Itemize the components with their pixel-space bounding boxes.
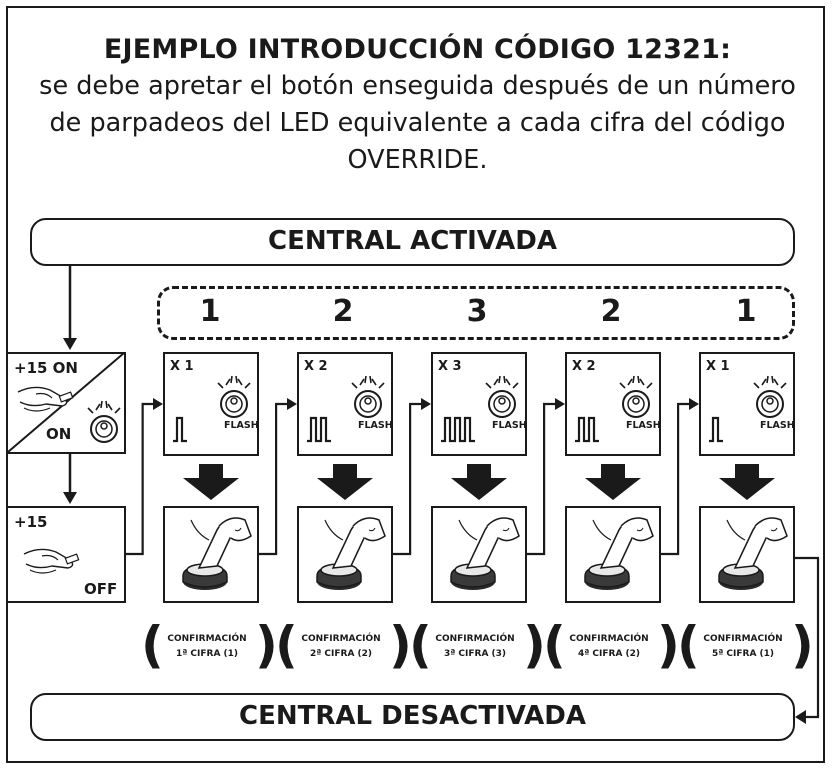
paren-left-3: ( [409, 616, 432, 674]
down-arrow-4 [585, 464, 641, 500]
connector-arrowhead-3 [421, 398, 431, 410]
down-arrow-1 [183, 464, 239, 500]
connector-arrowhead-5 [689, 398, 699, 410]
page-title: EJEMPLO INTRODUCCIÓN CÓDIGO 12321: [103, 34, 732, 65]
conf-line-2: 1ª CIFRA (1) [175, 649, 239, 659]
led-step-panel-2 [297, 352, 393, 456]
confirmation-3: () CONFIRMACIÓN 3ª CIFRA (3) [405, 616, 546, 678]
key-off-top-label: +15 [14, 513, 48, 531]
code-digit-4: 2 [600, 294, 622, 329]
confirmation-text-5: CONFIRMACIÓN 5ª CIFRA (1) [695, 632, 791, 662]
code-digits-group [157, 286, 795, 340]
finger-press-icon-2 [316, 517, 386, 590]
pulse-train-4 [575, 416, 599, 443]
conf-line-2: 4ª CIFRA (2) [577, 649, 641, 659]
conf-line-2: 5ª CIFRA (1) [711, 649, 775, 659]
final-arrowhead [795, 710, 806, 724]
finger-press-icon-5 [718, 517, 788, 590]
confirmation-2: () CONFIRMACIÓN 2ª CIFRA (2) [271, 616, 412, 678]
conf-line-1: CONFIRMACIÓN [301, 634, 381, 644]
central-activada-banner: CENTRAL ACTIVADA [30, 218, 795, 266]
paren-right-3: ) [523, 616, 546, 674]
finger-press-icon-3 [450, 517, 520, 590]
key-off-label: OFF [84, 580, 118, 598]
paren-right-1: ) [255, 616, 278, 674]
led-step-panel-4 [565, 352, 661, 456]
finger-press-icon-1 [182, 517, 252, 590]
key-off-hand-icon [23, 548, 80, 574]
led-icon-1 [217, 375, 251, 418]
flash-label-3: FLASH [492, 420, 527, 431]
flow-arrowhead-off [63, 492, 77, 504]
confirmation-text-1: CONFIRMACIÓN 1ª CIFRA (1) [159, 632, 255, 662]
paren-left-1: ( [141, 616, 164, 674]
led-icon-2 [351, 375, 385, 418]
pulse-train-2 [307, 416, 331, 443]
confirmation-text-2: CONFIRMACIÓN 2ª CIFRA (2) [293, 632, 389, 662]
paren-right-5: ) [791, 616, 814, 674]
code-digit-1: 1 [199, 294, 221, 329]
led-step-panel-5 [699, 352, 795, 456]
confirmation-1: () CONFIRMACIÓN 1ª CIFRA (1) [137, 616, 278, 678]
paren-left-2: ( [275, 616, 298, 674]
blink-count-label-5: X 1 [706, 359, 730, 374]
connector-arrowhead-1 [153, 398, 163, 410]
connector-2 [259, 402, 289, 556]
flash-label-1: FLASH [224, 420, 259, 431]
conf-line-1: CONFIRMACIÓN [703, 634, 783, 644]
paren-right-4: ) [657, 616, 680, 674]
led-icon-5 [753, 375, 787, 418]
code-digit-3: 3 [466, 294, 488, 329]
blink-count-label-4: X 2 [572, 359, 596, 374]
blink-count-label-1: X 1 [170, 359, 194, 374]
connector-3 [393, 402, 423, 556]
down-arrow-5 [719, 464, 775, 500]
led-on-label: ON [46, 425, 72, 443]
conf-line-2: 2ª CIFRA (2) [309, 649, 373, 659]
connector-5 [661, 402, 691, 556]
key-on-label: +15 ON [14, 359, 78, 377]
key-on-hand-icon [17, 386, 74, 412]
finger-press-icon-4 [584, 517, 654, 590]
conf-line-1: CONFIRMACIÓN [569, 634, 649, 644]
final-connector [795, 556, 820, 719]
pulse-train-5 [709, 416, 723, 443]
conf-line-1: CONFIRMACIÓN [435, 634, 515, 644]
blink-count-label-2: X 2 [304, 359, 328, 374]
led-icon-4 [619, 375, 653, 418]
down-arrow-3 [451, 464, 507, 500]
paren-left-4: ( [543, 616, 566, 674]
connector-arrowhead-4 [555, 398, 565, 410]
conf-line-1: CONFIRMACIÓN [167, 634, 247, 644]
connector-1 [126, 402, 155, 556]
central-desactivada-banner: CENTRAL DESACTIVADA [30, 693, 795, 741]
connector-4 [527, 402, 557, 556]
pulse-train-1 [173, 416, 187, 443]
conf-line-2: 3ª CIFRA (3) [443, 649, 507, 659]
led-step-panel-1 [163, 352, 259, 456]
down-arrow-2 [317, 464, 373, 500]
confirmation-text-4: CONFIRMACIÓN 4ª CIFRA (2) [561, 632, 657, 662]
instruction-text: se debe apretar el botón enseguida despu… [39, 71, 796, 175]
paren-right-2: ) [389, 616, 412, 674]
blink-count-label-3: X 3 [438, 359, 462, 374]
led-icon-3 [485, 375, 519, 418]
pulse-train-3 [441, 416, 475, 443]
confirmation-4: () CONFIRMACIÓN 4ª CIFRA (2) [539, 616, 680, 678]
flash-label-2: FLASH [358, 420, 393, 431]
connector-arrowhead-2 [287, 398, 297, 410]
flash-label-4: FLASH [626, 420, 661, 431]
confirmation-text-3: CONFIRMACIÓN 3ª CIFRA (3) [427, 632, 523, 662]
confirmation-5: () CONFIRMACIÓN 5ª CIFRA (1) [673, 616, 814, 678]
flash-label-5: FLASH [760, 420, 795, 431]
start-led-icon [87, 400, 121, 443]
code-digit-2: 2 [332, 294, 354, 329]
paren-left-5: ( [677, 616, 700, 674]
flow-arrowhead-start [63, 338, 77, 350]
led-step-panel-3 [431, 352, 527, 456]
code-digit-5: 1 [735, 294, 757, 329]
